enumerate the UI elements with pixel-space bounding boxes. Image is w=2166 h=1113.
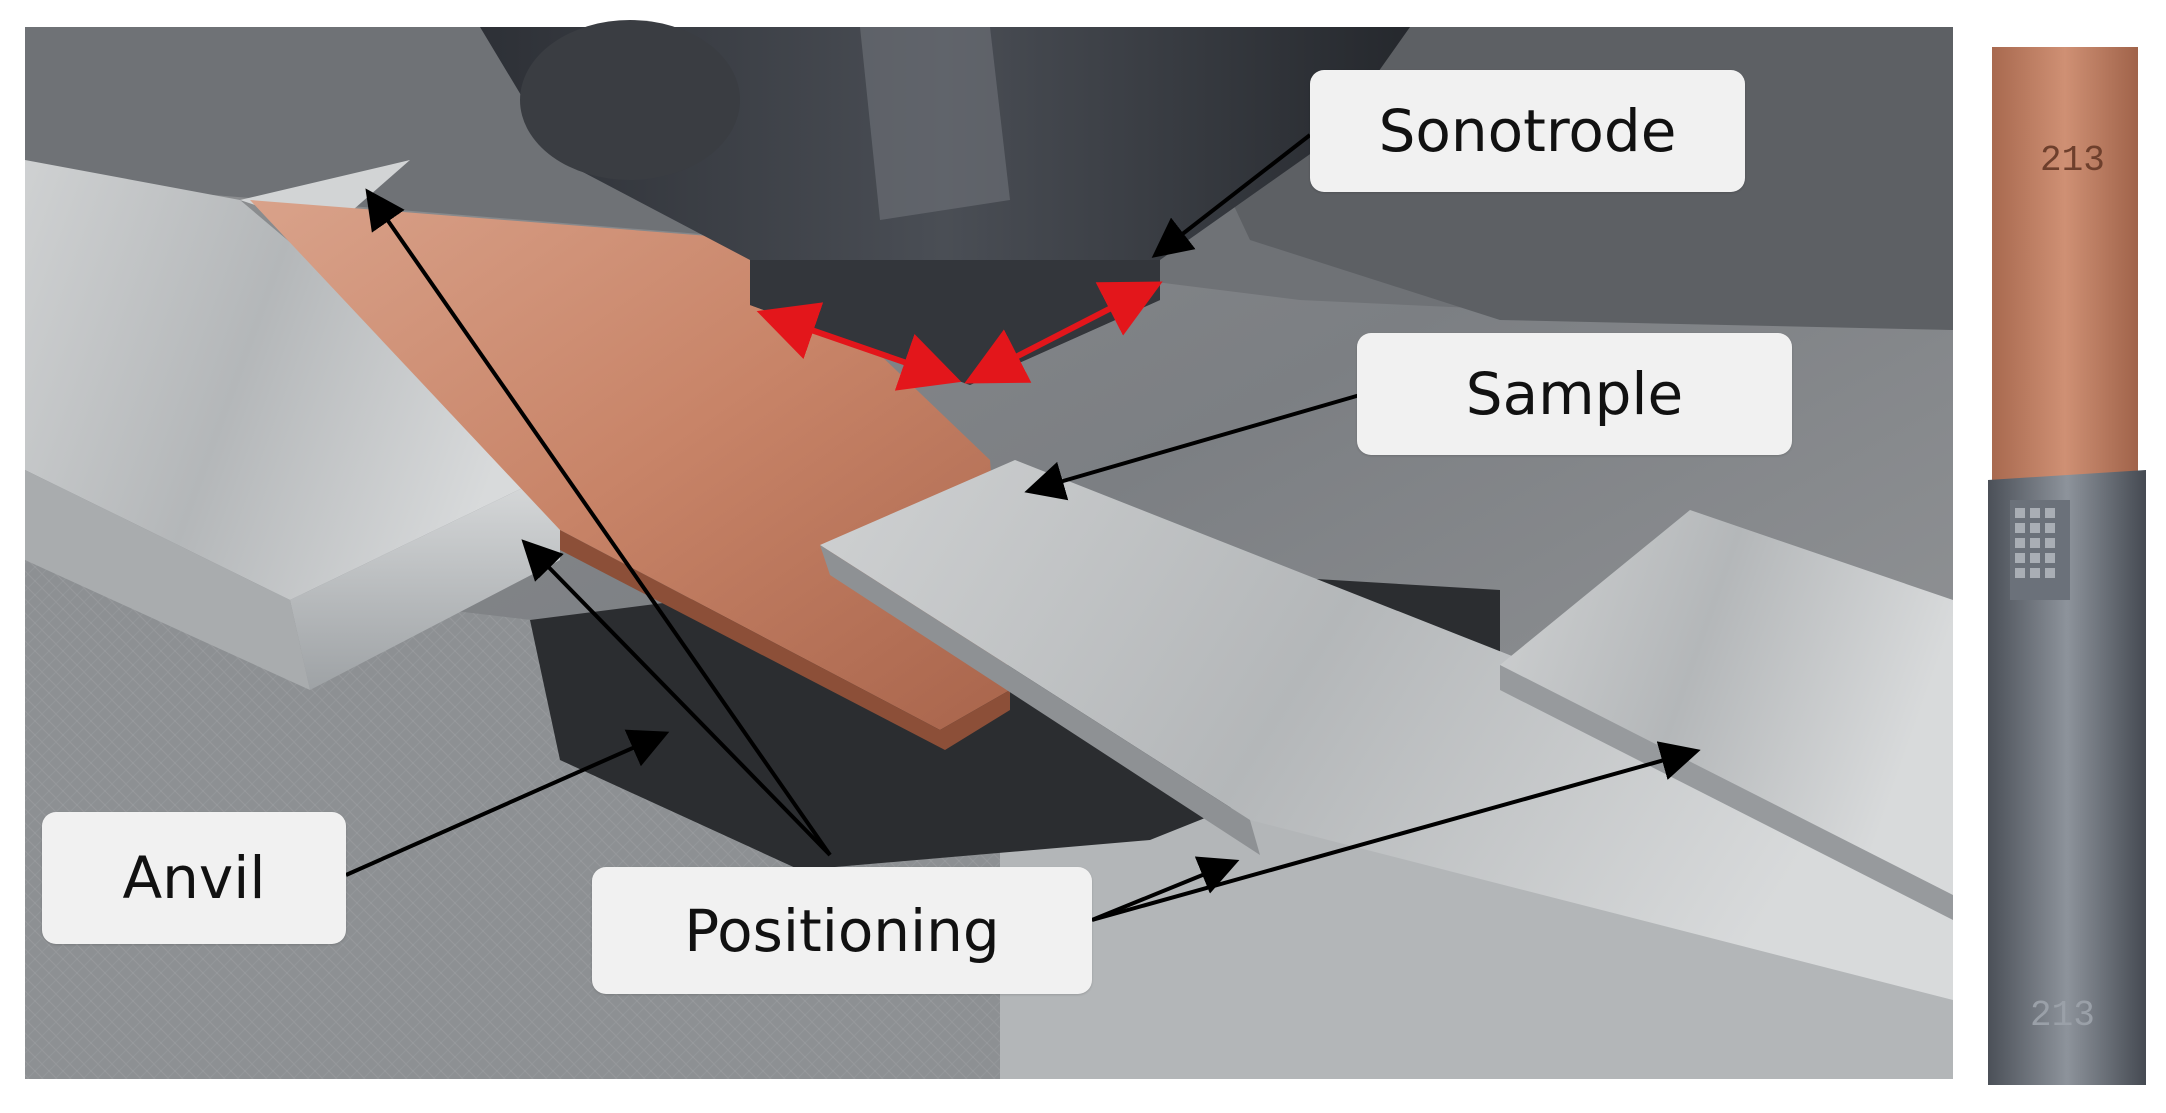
- vibration-arrows: [756, 281, 1163, 391]
- label-anvil: Anvil: [42, 812, 346, 944]
- weld-spot-texture: [2015, 508, 2055, 578]
- stamp-top: 213: [2040, 140, 2105, 181]
- welded-specimen-photo: 213 213: [1988, 47, 2146, 1087]
- photo-scene: [25, 20, 1953, 1079]
- label-sonotrode: Sonotrode: [1310, 70, 1745, 192]
- annotation-arrows: [345, 133, 1701, 922]
- label-sample: Sample: [1357, 333, 1792, 455]
- stamp-bottom: 213: [2030, 995, 2095, 1036]
- label-positioning: Positioning: [592, 867, 1092, 994]
